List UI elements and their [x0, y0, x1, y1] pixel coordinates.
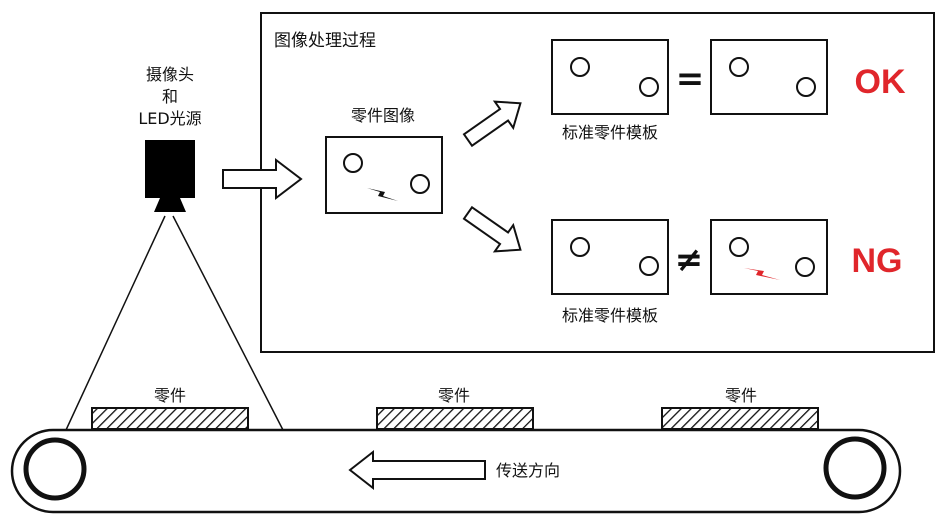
part-image-label: 零件图像	[351, 106, 415, 125]
part-image-defect	[367, 188, 398, 201]
part-image-hole-right	[410, 174, 430, 194]
ng-result: NG	[852, 242, 903, 280]
camera-label-line3: LED光源	[138, 109, 201, 128]
camera-icon	[145, 140, 195, 212]
conveyor-roller-right	[823, 436, 887, 500]
part-on-belt-2	[376, 407, 534, 430]
conveyor-roller-left	[23, 437, 87, 501]
template-top-hole-right	[639, 77, 659, 97]
ok-result: OK	[855, 63, 906, 101]
view-cone-right	[172, 215, 284, 431]
arrow-to-ok-branch	[462, 100, 522, 148]
part-image-box	[325, 136, 443, 214]
compare-box-bottom	[710, 219, 828, 295]
compare-bottom-defect	[744, 268, 780, 280]
compare-bottom-hole-left	[729, 237, 749, 257]
equal-symbol: =	[676, 59, 705, 99]
part-label-2: 零件	[438, 386, 470, 405]
compare-box-top	[710, 39, 828, 115]
compare-top-hole-right	[796, 77, 816, 97]
template-label-top: 标准零件模板	[562, 123, 658, 142]
part-on-belt-1	[91, 407, 249, 430]
camera-label-line2: 和	[162, 87, 178, 106]
part-on-belt-3	[661, 407, 819, 430]
template-label-bottom: 标准零件模板	[562, 306, 658, 325]
template-bottom-hole-left	[570, 237, 590, 257]
direction-arrow	[348, 449, 486, 491]
not-equal-symbol: ≠	[675, 240, 704, 280]
camera-label-line1: 摄像头	[146, 65, 194, 84]
part-label-1: 零件	[154, 386, 186, 405]
arrow-to-ng-branch	[462, 205, 522, 253]
compare-bottom-hole-right	[795, 257, 815, 277]
processing-title: 图像处理过程	[274, 31, 376, 51]
template-bottom-hole-right	[639, 256, 659, 276]
template-top-hole-left	[570, 57, 590, 77]
direction-label: 传送方向	[496, 461, 560, 480]
view-cone-left	[65, 215, 166, 431]
part-image-hole-left	[343, 153, 363, 173]
part-label-3: 零件	[725, 386, 757, 405]
template-box-top	[551, 39, 669, 115]
arrow-to-processing	[222, 157, 303, 201]
compare-top-hole-left	[729, 57, 749, 77]
